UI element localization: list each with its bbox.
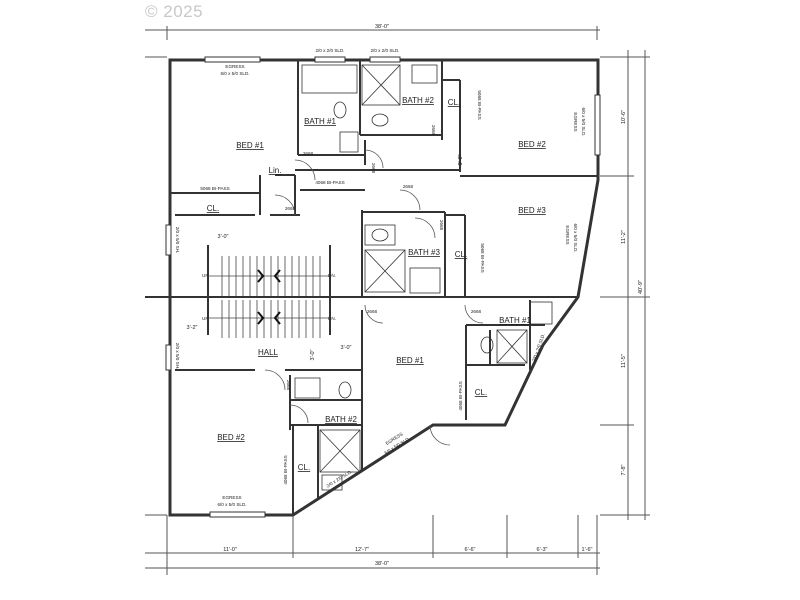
dim-bottom-seg4: 6'-3"	[537, 547, 548, 553]
note-egress-bed2: EGRESS	[573, 112, 578, 131]
note-egress-bottom: EGRESS	[222, 495, 241, 500]
note-door-2668-i: 2668	[286, 380, 291, 391]
dim-bottom-overall: 38'-0"	[375, 561, 389, 567]
room-label-closet-bed1: CL.	[207, 204, 219, 213]
room-label-closet-bath1-lower: CL.	[475, 388, 487, 397]
note-door-2668-d: 2668	[285, 206, 296, 211]
dim-right-seg3: 11'-5"	[621, 354, 627, 368]
dim-hall-depth: 3'-0"	[310, 349, 316, 360]
note-up-upper: UP	[202, 273, 208, 278]
note-sld-top-right: 2/0 x 2/0 SLD.	[370, 48, 399, 53]
note-sld-top-left: 2/0 x 2/0 SLD.	[315, 48, 344, 53]
dimension-lines	[145, 26, 650, 575]
note-window-left-upper: 2/0 x 5/0 SH.	[175, 227, 180, 254]
window-marks	[165, 56, 601, 518]
note-door-2668-a: 2668	[303, 151, 314, 156]
room-label-bed1-upper: BED #1	[236, 141, 264, 150]
dim-stair-offset: 3'-2"	[187, 325, 198, 331]
door-swings	[264, 149, 484, 446]
note-bipass-lower-left: 4068 BI-PASS	[283, 455, 288, 484]
note-bipass-bed2-upper: 5068 BI-PASS	[477, 90, 482, 119]
dim-bottom-seg5: 1'-6"	[582, 547, 593, 553]
dim-hall-width: 3'-0"	[341, 345, 352, 351]
note-door-2668-f: 2668	[439, 220, 444, 231]
note-bipass-lower-right: 4068 BI-PASS	[458, 381, 463, 410]
interior-walls	[170, 60, 598, 515]
room-label-bed2-upper: BED #2	[518, 140, 546, 149]
note-egress-top-size: 6/0 x 5/0 SLD.	[220, 71, 249, 76]
note-bipass-bed1-upper: 5068 BI-PASS	[200, 186, 229, 191]
room-label-bed2-lower: BED #2	[217, 433, 245, 442]
note-bipass-bath3: 5068 BI-PASS	[480, 243, 485, 272]
note-window-left-lower: 2/0 x 5/0 SH.	[175, 343, 180, 370]
room-label-bath3: BATH #3	[408, 248, 440, 257]
note-door-2668-b: 2668	[371, 163, 376, 174]
dim-bottom-seg3: 6'-6"	[465, 547, 476, 553]
note-dn-lower: DN.	[328, 316, 336, 321]
room-label-linen: Lin.	[269, 166, 282, 175]
note-egress-bed3: EGRESS	[565, 225, 570, 244]
note-egress-bed3-size: 6/0 x 5/0 SLD.	[573, 223, 578, 252]
room-label-closet-bath3: CL.	[455, 250, 467, 259]
dim-right-seg2: 11'-2"	[621, 230, 627, 244]
dim-top-overall: 38'-0"	[375, 24, 389, 30]
plumbing-fixtures	[294, 64, 553, 491]
stair-treads	[208, 256, 330, 338]
note-egress-bed2-size: 6/0 x 5/0 SLD.	[581, 107, 586, 136]
exterior-walls	[145, 58, 600, 517]
dim-right-seg1: 10'-6"	[621, 110, 627, 124]
dim-right-seg4: 7'-8"	[621, 464, 627, 475]
copyright-watermark: © 2025	[145, 2, 204, 21]
room-label-closet-bed2-lower: CL.	[298, 463, 310, 472]
stair-arrows	[257, 269, 281, 325]
room-label-closet-bath2: CL.	[448, 98, 460, 107]
note-dn-upper: DN.	[328, 273, 336, 278]
dim-right-overall: 40'-9"	[638, 280, 644, 294]
room-label-bath2-upper: BATH #2	[402, 96, 434, 105]
note-door-2668-g: 2668	[367, 309, 378, 314]
room-label-bath1-lower: BATH #1	[499, 316, 531, 325]
note-egress-top: EGRESS	[225, 64, 244, 69]
room-label-bath1-upper: BATH #1	[304, 117, 336, 126]
dim-bottom-seg2: 12'-7"	[355, 547, 369, 553]
room-label-hall: HALL	[258, 348, 279, 357]
dim-bath-gap: 3'-0"	[458, 154, 464, 165]
room-label-bed1-lower: BED #1	[396, 356, 424, 365]
dim-bottom-seg1: 11'-0"	[223, 547, 237, 553]
note-egress-bottom-size: 6/0 x 5/0 SLD.	[217, 502, 246, 507]
room-label-bed3: BED #3	[518, 206, 546, 215]
room-label-bath2-lower: BATH #2	[325, 415, 357, 424]
note-door-2668-h: 2668	[471, 309, 482, 314]
note-bipass-4068: 4068 BI-PASS	[315, 180, 344, 185]
dim-stair-width: 3'-0"	[218, 234, 229, 240]
note-door-2668-c: 2668	[403, 184, 414, 189]
note-door-2668-e: 2668	[431, 125, 436, 136]
note-up-lower: UP	[202, 316, 208, 321]
